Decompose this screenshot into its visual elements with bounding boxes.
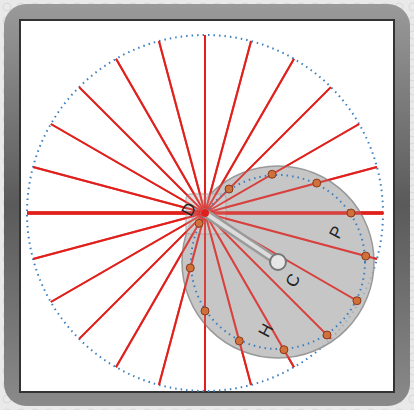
arm-highlight <box>205 213 278 262</box>
red-line <box>79 87 331 339</box>
red-lines-over <box>27 35 383 391</box>
red-lines <box>27 35 383 391</box>
marker-dot <box>268 170 276 178</box>
marker-dot <box>235 337 243 345</box>
marker-dot <box>186 264 194 272</box>
red-line <box>159 41 251 385</box>
marker-dot <box>195 219 203 227</box>
red-line <box>33 167 377 259</box>
marker-dots <box>186 170 369 353</box>
canvas <box>20 20 394 392</box>
marker-dot <box>313 179 321 187</box>
red-line <box>51 124 359 302</box>
frame <box>4 4 410 406</box>
marker-dot <box>201 307 209 315</box>
marker-dot <box>353 297 361 305</box>
outer-circle <box>27 35 383 391</box>
arm <box>205 213 278 262</box>
marker-dot <box>323 331 331 339</box>
marker-dot <box>362 252 370 260</box>
hub <box>270 254 286 270</box>
inner-circle <box>191 175 365 349</box>
marker-dot <box>280 346 288 354</box>
marker-dot <box>347 209 355 217</box>
red-line <box>116 59 294 367</box>
center-point <box>201 209 209 217</box>
marker-dot <box>225 185 233 193</box>
